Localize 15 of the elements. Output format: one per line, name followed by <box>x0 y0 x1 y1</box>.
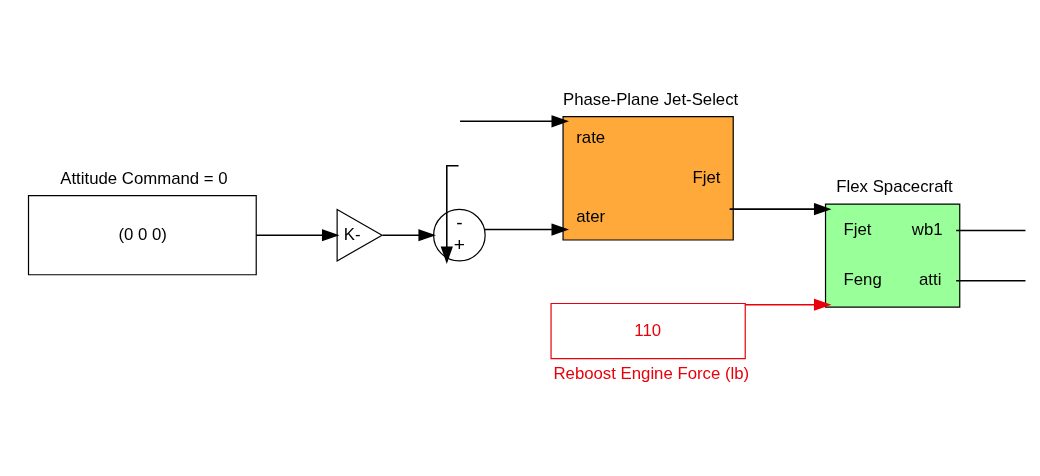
arrow <box>483 222 569 236</box>
arrow <box>728 202 831 215</box>
arrow <box>743 298 831 311</box>
connector <box>954 279 1026 282</box>
node-box: (0 0 0) <box>27 194 257 275</box>
node-label: Attitude Command = 0 <box>59 168 228 188</box>
node-label: Reboost Engine Force (lb) <box>552 363 749 383</box>
node-label: Phase-Plane Jet-Select <box>562 89 738 109</box>
arrow <box>440 164 459 264</box>
node-label: Flex Spacecraft <box>835 176 953 196</box>
node-box: 110 <box>549 302 746 359</box>
connector <box>954 229 1026 231</box>
arrow <box>458 114 569 127</box>
arrow <box>254 228 339 241</box>
arrow <box>381 228 436 241</box>
